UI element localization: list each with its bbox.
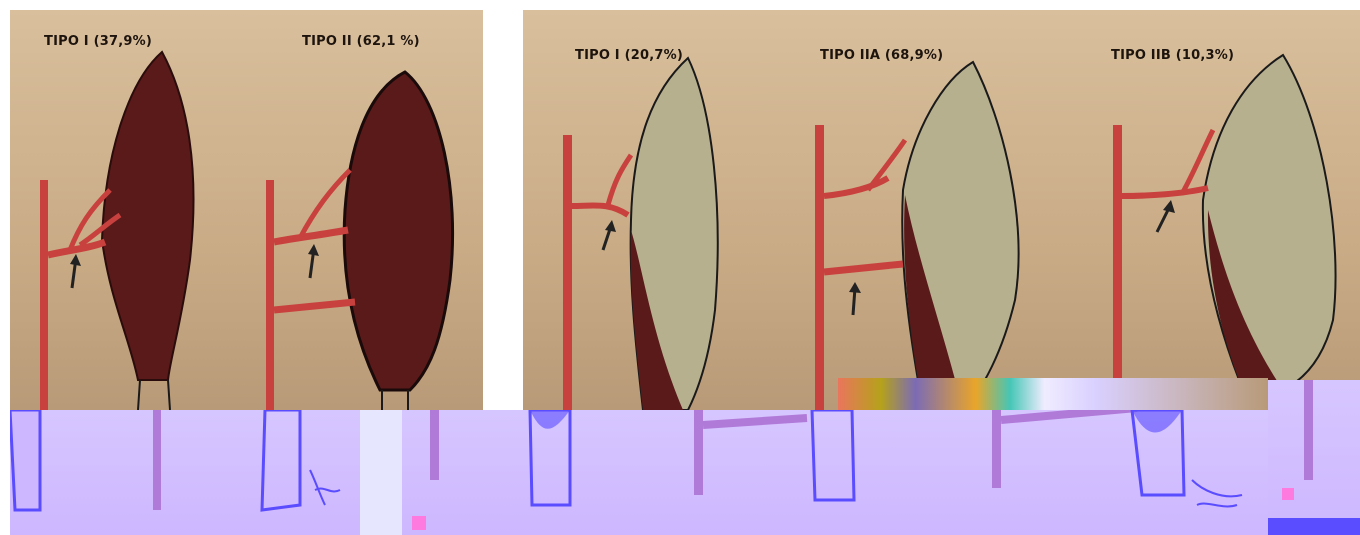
arrow-icon <box>1157 208 1169 232</box>
left-drawing <box>10 10 483 410</box>
diagram-type-ii <box>266 72 453 410</box>
artifact-strip <box>838 378 1268 410</box>
lower-band-edge <box>1268 380 1360 535</box>
diagram-type-i <box>563 58 718 410</box>
lower-band-right <box>402 410 1268 535</box>
diagram-type-iib <box>1113 55 1336 410</box>
lower-band-gap <box>360 410 402 535</box>
left-drawing-panel: TIPO I (37,9%) TIPO II (62,1 %) <box>10 10 483 410</box>
right-drawing-panel: TIPO I (20,7%) TIPO IIA (68,9%) TIPO IIB… <box>523 10 1360 410</box>
right-drawing <box>523 10 1360 410</box>
diagram-type-iia <box>815 62 1019 410</box>
lower-band-left <box>10 410 360 535</box>
diagram-type-i <box>40 52 194 410</box>
